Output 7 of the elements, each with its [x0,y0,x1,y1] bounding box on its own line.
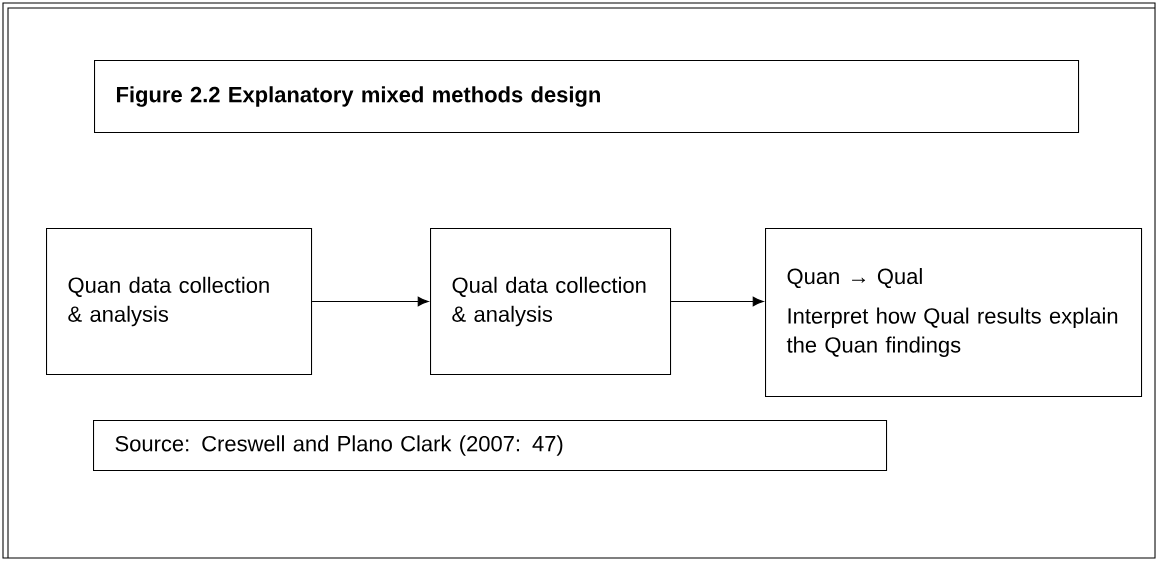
title-box: Figure 2.2 Explanatory mixed methods design [94,60,1080,134]
source-box: Source: Creswell and Plano Clark (2007: 47) [93,420,888,472]
arrow [311,296,429,307]
arrow [670,296,764,307]
process-box: Quan → Qual Interpret how Qual results explain the Quan findings [765,228,1143,398]
process-box: Quan data collection & analysis [46,228,313,376]
process-box: Qual data collection & analysis [430,228,672,376]
